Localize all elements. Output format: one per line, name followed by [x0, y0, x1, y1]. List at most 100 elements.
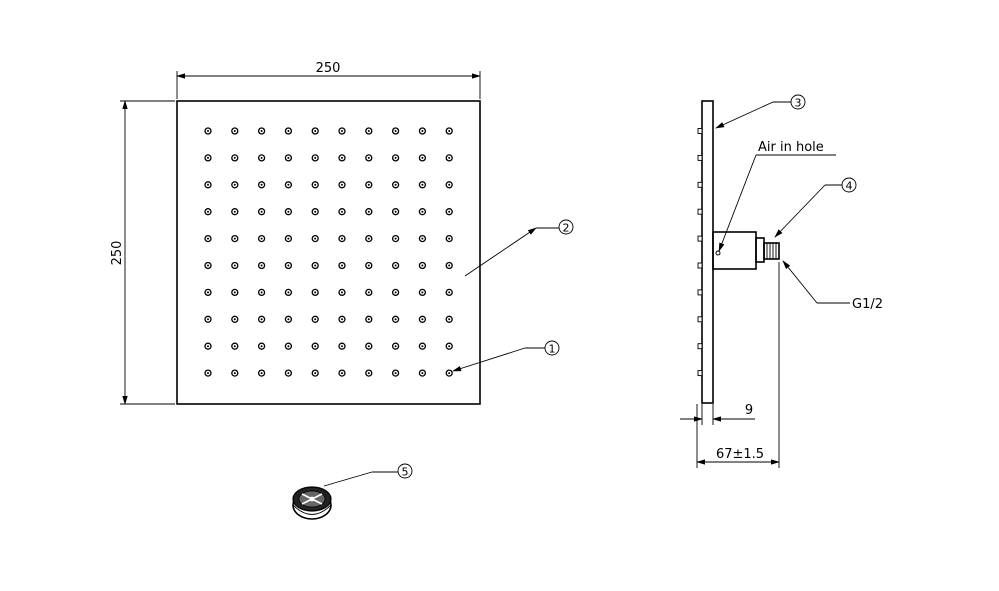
nozzle-center — [341, 372, 343, 375]
callout-2-number: 2 — [563, 222, 570, 235]
thread-label: G1/2 — [852, 297, 883, 312]
nozzle-center — [394, 372, 397, 375]
nozzle-center — [287, 237, 290, 240]
nozzle-center — [233, 210, 236, 213]
nozzle-center — [421, 291, 424, 294]
nozzle-center — [421, 264, 424, 267]
nozzle-center — [367, 237, 370, 240]
nozzle-center — [394, 264, 397, 267]
nozzle-center — [341, 183, 343, 186]
nozzle-center — [287, 372, 290, 375]
side-view: 3 Air in hole 4 G1/2 9 — [680, 94, 883, 468]
side-nozzle — [697, 262, 703, 269]
callout-4-number: 4 — [846, 180, 853, 193]
air-hole — [715, 250, 721, 256]
nozzle-center — [341, 345, 343, 348]
nozzle-center — [260, 183, 263, 186]
nozzle-center — [394, 130, 397, 132]
callout-1-number: 1 — [549, 343, 556, 356]
nozzle-center — [421, 130, 424, 132]
total-depth-label: 67±1.5 — [716, 447, 764, 462]
callout-5-number: 5 — [402, 466, 409, 479]
side-nozzle — [697, 343, 703, 350]
nozzle-center — [341, 210, 343, 213]
nozzle-center — [448, 183, 451, 186]
nozzle-center — [287, 156, 290, 159]
nozzle-center — [314, 130, 317, 132]
nozzle-center — [394, 318, 397, 321]
nozzle-center — [448, 264, 451, 267]
nozzle-center — [314, 372, 317, 375]
nozzle-center — [367, 130, 370, 132]
side-nozzle — [697, 181, 703, 188]
nozzle-center — [233, 183, 236, 186]
nozzle-center — [314, 183, 317, 186]
nozzle-center — [314, 237, 317, 240]
nozzle-center — [341, 291, 343, 294]
nozzle-center — [367, 345, 370, 348]
nozzle-center — [233, 237, 236, 240]
callout-4: 4 — [774, 177, 857, 238]
nozzle-center — [287, 345, 290, 348]
nozzle-center — [260, 156, 263, 159]
nozzle-center — [233, 130, 236, 132]
nozzle-center — [233, 345, 236, 348]
side-nozzle-ticks — [697, 128, 703, 377]
nozzle-detail: 5 — [292, 463, 413, 520]
nozzle-center — [314, 264, 317, 267]
nozzle-center — [233, 291, 236, 294]
nozzle-center — [207, 372, 209, 375]
nozzle-center — [287, 183, 290, 186]
nozzle-center — [394, 345, 397, 348]
air-in-hole-label: Air in hole — [758, 140, 824, 155]
side-nozzle — [697, 289, 703, 296]
nozzle-center — [341, 130, 343, 132]
callout-3-number: 3 — [795, 97, 802, 110]
connector-nut — [755, 237, 765, 263]
callout-2: 2 — [464, 219, 574, 277]
height-dimension: 250 — [110, 100, 175, 405]
side-nozzle — [697, 128, 703, 134]
side-nozzle — [697, 208, 703, 215]
shower-head-plate-front — [176, 100, 481, 405]
nozzle-center — [394, 210, 397, 213]
nozzle-center — [314, 156, 317, 159]
nozzle-center — [287, 291, 290, 294]
side-nozzle — [697, 370, 703, 377]
nozzle-center — [421, 183, 424, 186]
nozzle-center — [260, 130, 263, 132]
nozzle-center — [341, 264, 343, 267]
nozzle-center — [367, 291, 370, 294]
nozzle-center — [394, 237, 397, 240]
nozzle-center — [207, 130, 209, 132]
nozzle-center — [207, 210, 209, 213]
nozzle-center — [314, 318, 317, 321]
nozzle-center — [287, 210, 290, 213]
nozzle-center — [448, 156, 451, 159]
nozzle-center — [260, 345, 263, 348]
nozzle-center — [207, 183, 209, 186]
nozzle-center — [367, 156, 370, 159]
nozzle-center — [367, 183, 370, 186]
nozzle-center — [367, 372, 370, 375]
nozzle-center — [207, 156, 209, 159]
nozzle-center — [260, 264, 263, 267]
nozzle-center — [207, 345, 209, 348]
side-nozzle — [697, 316, 703, 323]
nozzle-center — [394, 183, 397, 186]
nozzle-center — [287, 264, 290, 267]
nozzle-center — [341, 237, 343, 240]
plate-thickness-label: 9 — [745, 403, 753, 418]
nozzle-center — [421, 237, 424, 240]
nozzle-center — [421, 210, 424, 213]
nozzle-grid — [204, 127, 453, 377]
nozzle-center — [314, 291, 317, 294]
nozzle-center — [207, 318, 209, 321]
nozzle-center — [260, 318, 263, 321]
nozzle-center — [287, 318, 290, 321]
nozzle-center — [448, 130, 451, 132]
nozzle-center — [207, 237, 209, 240]
width-dimension: 250 — [176, 61, 481, 99]
nozzle-center — [367, 318, 370, 321]
